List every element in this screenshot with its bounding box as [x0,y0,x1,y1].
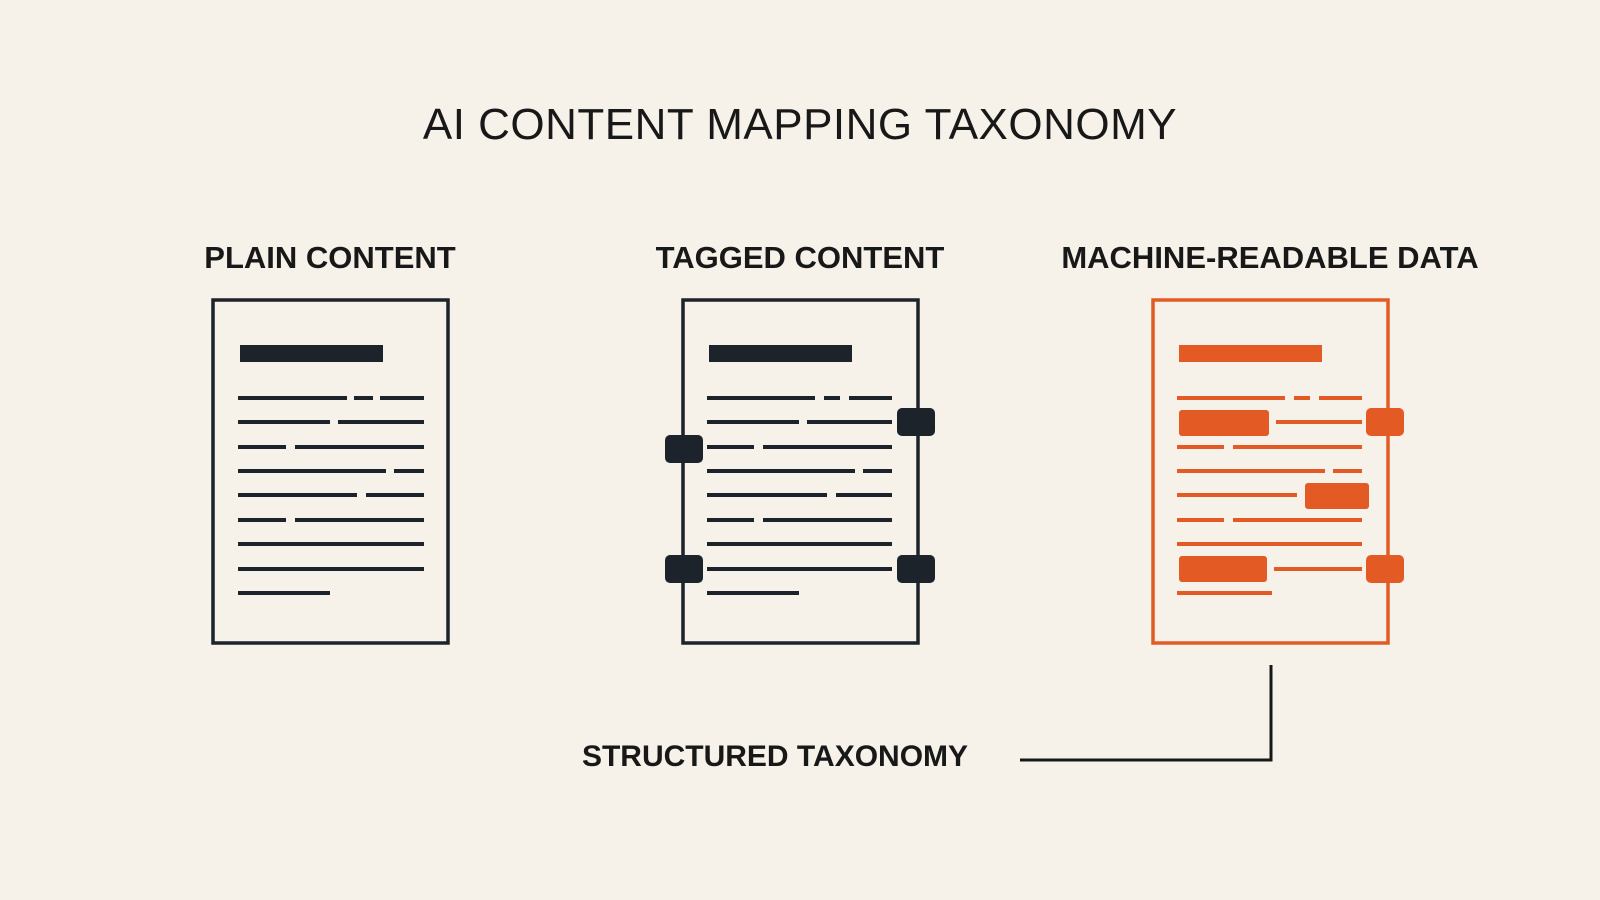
data-block [1179,556,1267,582]
plain-document-frame [211,298,450,645]
plain-document [211,298,450,645]
tag-marker [665,555,703,583]
tag-marker [897,408,935,436]
machine-document [1151,298,1404,645]
plain-document-text-lines [238,396,424,595]
panel-label-machine: MACHINE-READABLE DATA [1061,240,1479,275]
machine-document-text-lines [1177,396,1362,595]
machine-document-heading-bar [1179,345,1322,362]
machine-document-data-blocks [1179,408,1404,583]
plain-document-heading-bar [240,345,383,362]
tagged-document-heading-bar [709,345,852,362]
panel-label-tagged: TAGGED CONTENT [655,240,945,275]
tag-marker [665,435,703,463]
panel-label-plain: PLAIN CONTENT [204,240,456,275]
tagged-document-text-lines [707,396,892,595]
taxonomy-connector [1020,665,1273,762]
tagged-document [665,298,935,645]
diagram-title: AI CONTENT MAPPING TAXONOMY [422,100,1178,149]
tagged-document-frame [681,298,920,645]
machine-document-frame [1151,298,1390,645]
data-block [1305,483,1369,509]
tag-marker [1366,555,1404,583]
tag-marker [897,555,935,583]
data-block [1179,410,1269,436]
tagged-document-tags [665,408,935,583]
structured-taxonomy-label: STRUCTURED TAXONOMY [581,740,969,773]
tag-marker [1366,408,1404,436]
